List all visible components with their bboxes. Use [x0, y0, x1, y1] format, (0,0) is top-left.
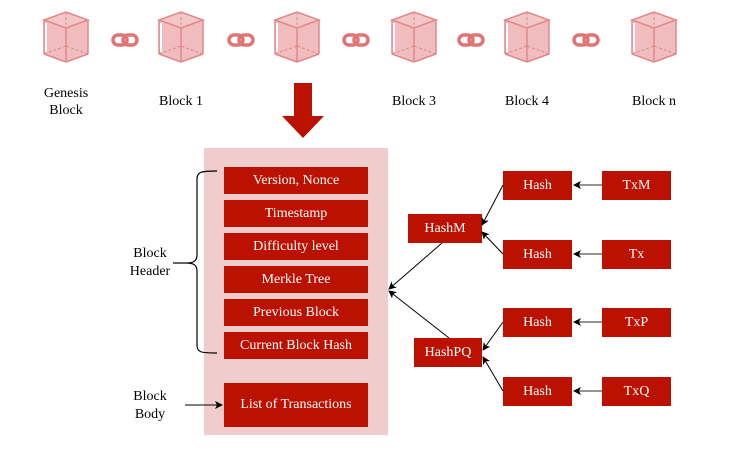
field-previous-block: Previous Block	[224, 299, 368, 326]
block-label-line: Genesis	[43, 86, 89, 101]
node-hash-q: Hash	[503, 377, 572, 406]
arrow-hashpq-merkle	[388, 290, 450, 339]
arrow-hash-hashm-1	[481, 184, 504, 226]
label-line: Block	[133, 389, 167, 404]
field-version-nonce: Version, Nonce	[224, 167, 368, 194]
block-label-1: Block 1	[159, 94, 203, 109]
node-hashm: HashM	[408, 214, 482, 243]
block-label-line: Block	[49, 103, 83, 118]
node-txm: TxM	[602, 171, 671, 200]
node-txq: TxQ	[602, 377, 671, 406]
node-hash-p: Hash	[503, 308, 572, 337]
label-line: Block	[133, 246, 167, 261]
down-arrow-icon	[282, 83, 324, 138]
arrow-hash-hashpq-2	[482, 356, 504, 392]
node-tx: Tx	[602, 240, 671, 269]
arrow-hash-hashpq-1	[482, 321, 504, 351]
block-body-label: Block Body	[120, 388, 180, 424]
field-current-block-hash: Current Block Hash	[224, 332, 368, 359]
block-label-4: Block 4	[505, 94, 549, 109]
field-merkle-tree: Merkle Tree	[224, 266, 368, 293]
block-header-label: Block Header	[120, 245, 180, 281]
node-hashpq: HashPQ	[414, 338, 482, 367]
block-label-n: Block n	[632, 94, 676, 109]
arrow-hash-hashm-2	[481, 231, 504, 255]
node-hash-x: Hash	[503, 240, 572, 269]
block-label-3: Block 3	[392, 94, 436, 109]
field-list-of-transactions: List of Transactions	[224, 383, 368, 427]
node-hash-m: Hash	[503, 171, 572, 200]
arrow-hashm-merkle	[388, 242, 443, 290]
node-txp: TxP	[602, 308, 671, 337]
field-timestamp: Timestamp	[224, 200, 368, 227]
label-line: Body	[134, 407, 166, 422]
label-line: Header	[129, 264, 171, 279]
header-brace	[185, 170, 218, 354]
field-difficulty-level: Difficulty level	[224, 233, 368, 260]
block-label-genesis: Genesis Block	[26, 85, 106, 119]
